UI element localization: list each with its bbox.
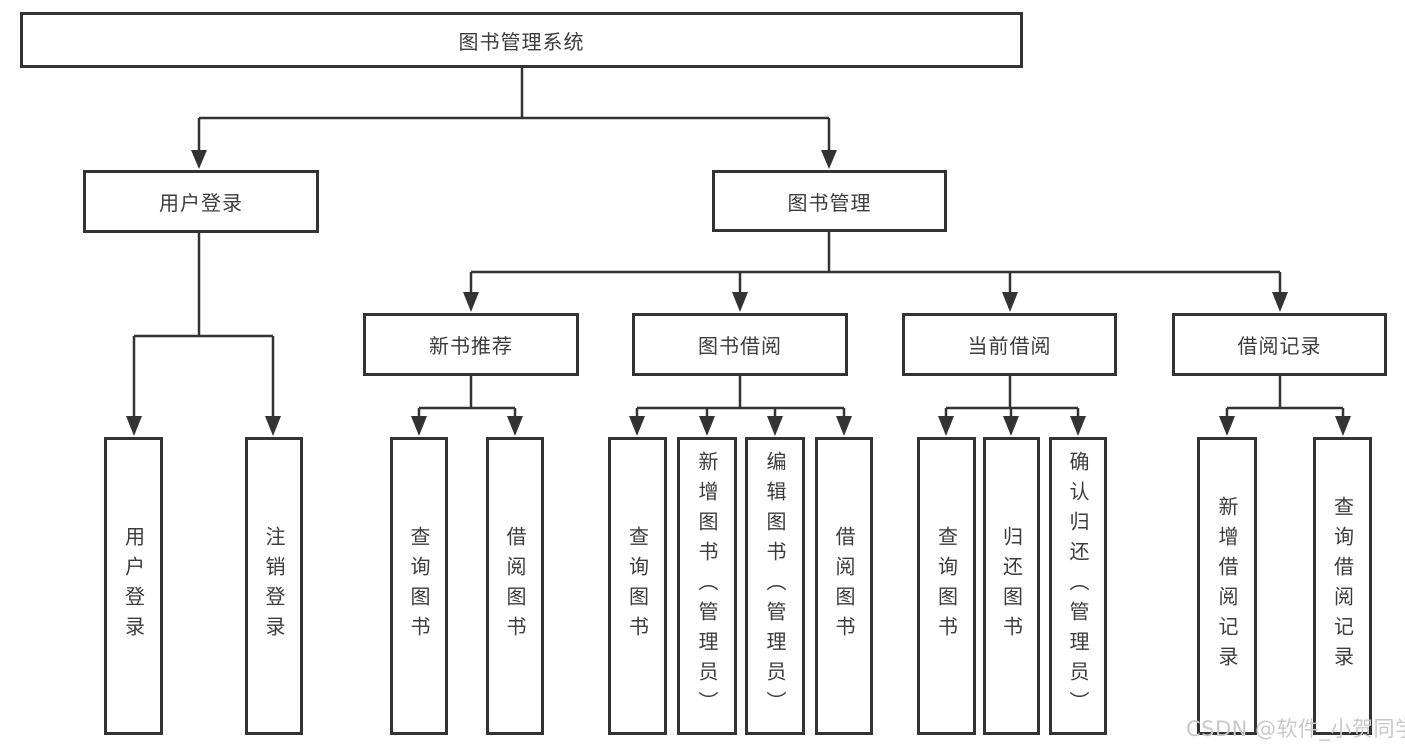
node-library-management-system: 图书管理系统 (20, 12, 1023, 68)
leaf-label: 确认归还（管理员） (1066, 451, 1090, 721)
node-label: 图书管理 (787, 190, 872, 215)
leaf-br-add-record: 新增借阅记录 (1197, 437, 1257, 735)
leaf-user-login: 用户登录 (104, 437, 163, 735)
leaf-label: 新增图书（管理员） (695, 451, 719, 721)
leaf-nb-query-books: 查询图书 (390, 437, 448, 735)
leaf-bb-query-books: 查询图书 (608, 437, 667, 735)
node-label: 新书推荐 (429, 334, 513, 358)
node-book-management: 图书管理 (712, 170, 947, 232)
leaf-bb-edit-books-admin: 编辑图书（管理员） (745, 437, 805, 735)
leaf-label: 归还图书 (999, 526, 1024, 646)
leaf-label: 查询图书 (625, 526, 650, 646)
leaf-bb-borrow-books: 借阅图书 (815, 437, 873, 735)
leaf-label: 借阅图书 (832, 526, 856, 646)
leaf-label: 借阅图书 (503, 526, 527, 646)
leaf-label: 查询图书 (934, 526, 959, 646)
leaf-cb-query-books: 查询图书 (917, 437, 976, 735)
node-user-login: 用户登录 (83, 170, 319, 233)
node-label: 借阅记录 (1237, 334, 1322, 358)
leaf-nb-borrow-books: 借阅图书 (486, 437, 544, 735)
leaf-bb-add-books-admin: 新增图书（管理员） (677, 437, 737, 735)
leaf-label: 查询图书 (407, 526, 431, 646)
leaf-label: 注销登录 (262, 526, 286, 646)
node-book-borrowing: 图书借阅 (632, 313, 848, 376)
leaf-logout: 注销登录 (245, 437, 303, 735)
node-label: 当前借阅 (967, 334, 1052, 358)
node-label: 用户登录 (159, 191, 243, 215)
node-new-book-recommendation: 新书推荐 (363, 313, 579, 376)
leaf-label: 新增借阅记录 (1215, 496, 1239, 676)
csdn-watermark: CSDN @软件_小贺同学 (1186, 717, 1405, 741)
leaf-label: 编辑图书（管理员） (763, 451, 787, 721)
leaf-cb-confirm-return-admin: 确认归还（管理员） (1049, 437, 1107, 735)
node-borrowing-records: 借阅记录 (1172, 313, 1387, 376)
leaf-label: 用户登录 (121, 526, 146, 646)
node-label: 图书借阅 (698, 334, 782, 358)
node-current-borrowing: 当前借阅 (902, 313, 1117, 376)
leaf-cb-return-books: 归还图书 (983, 437, 1040, 735)
leaf-br-query-record: 查询借阅记录 (1313, 437, 1372, 735)
node-label: 图书管理系统 (458, 29, 585, 54)
leaf-label: 查询借阅记录 (1330, 496, 1355, 676)
